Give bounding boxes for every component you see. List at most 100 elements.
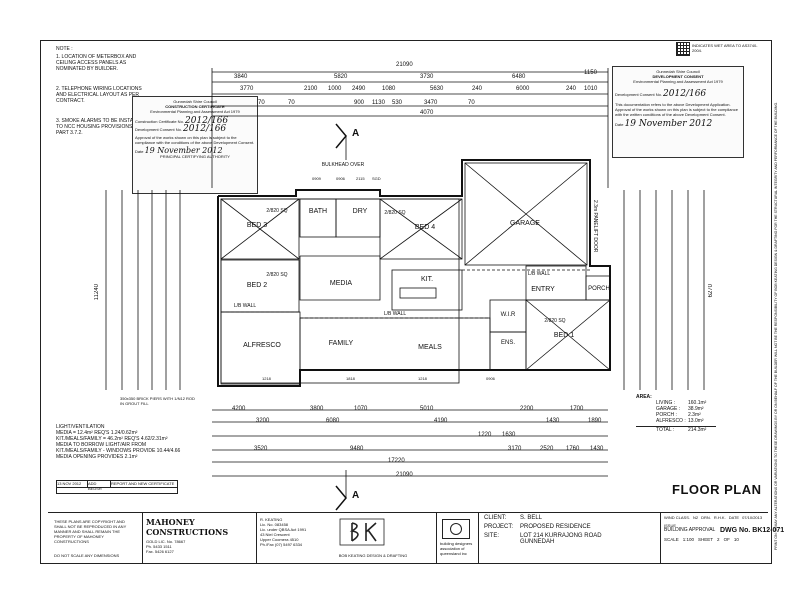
of-value: 10 [733, 537, 739, 542]
dwg-number: DWG No. BK12-071 [720, 527, 784, 534]
company-phone: Ph. 5433 1511 [146, 544, 172, 549]
dim-bottom-r1: 1700 [570, 406, 584, 412]
area-label: TOTAL : [656, 427, 675, 433]
left-dimension-lines [105, 190, 181, 390]
dim-bottom-r3: 1630 [502, 432, 516, 438]
room-bed3-sq: 2/820 SQ [266, 208, 288, 214]
dim-bottom-r3: 1220 [478, 432, 492, 438]
association-text: building designers association of queens… [440, 541, 473, 556]
dim-bottom-total: 21090 [396, 472, 413, 478]
dc-text: This documentation refers to the above D… [615, 102, 738, 117]
room-bed4-sq: 2/820 SQ [384, 210, 406, 216]
dim-bottom-r2: 3200 [256, 418, 270, 424]
cc-consent-label: Development Consent No. [135, 127, 182, 132]
issue-label: ISSUE [664, 523, 677, 528]
dim-top-r2: 1010 [584, 86, 598, 92]
room-alfresco: ALFRESCO [243, 342, 281, 349]
drawing-sheet [40, 40, 772, 564]
section-marker-top [335, 123, 347, 160]
designer-details: R. KEATING Lic. No. 083458 Lic. under QB… [260, 517, 330, 547]
dim-top-total: 21090 [396, 62, 413, 68]
dwg-label: DWG No. [720, 527, 751, 534]
development-consent-stamp: Gunnedah Shire Council DEVELOPMENT CONSE… [612, 66, 744, 158]
scale-value: 1:100 [682, 537, 695, 542]
dim-top-r1: 3840 [234, 74, 248, 80]
cc-consent-value: 2012/166 [183, 124, 227, 134]
dim-bottom-r4: 1760 [566, 446, 580, 452]
copyright-note: THESE PLANS ARE COPYRIGHT AND SHALL NOT … [54, 519, 127, 544]
dc-consent-label: Development Consent No. [615, 92, 662, 97]
association-logo [442, 519, 470, 539]
cc-cert-value: 2012/166 [185, 116, 229, 126]
dim-bottom-misc: 1218 [262, 376, 271, 381]
ventilation-line: MEDIA TO BORROW LIGHT/AIR FROM [56, 442, 147, 448]
dim-bottom-r1: 2200 [520, 406, 534, 412]
dim-top-r2: 240 [472, 86, 483, 92]
dim-top-misc: 0906 [336, 176, 345, 181]
dim-top-misc: 2115 [356, 176, 365, 181]
dim-top-r2: 2490 [352, 86, 366, 92]
cc-cert-label: Construction Certificate No. [135, 119, 184, 124]
cc-org: Gunnedah Shire Council [173, 99, 217, 104]
client-label: CLIENT: [484, 515, 507, 521]
dim-top-r1: 6480 [512, 74, 526, 80]
room-garage: GARAGE [510, 220, 540, 227]
lb-wall-label-2: L/B WALL [383, 311, 407, 317]
area-title: AREA: [636, 394, 652, 400]
room-entry: ENTRY [531, 286, 555, 293]
cc-approval-text: Approval of the works shown on this plan… [135, 135, 255, 145]
revision-table: 13 NOV 2012 ADD BEDSR REPORT AND NEW CER… [56, 480, 178, 494]
ventilation-line: MEDIA OPENING PROVIDES 2.1m² [56, 454, 138, 460]
area-table: AREA: LIVING :160.1m² GARAGE :38.9m² POR… [636, 394, 716, 433]
section-label-top: A [352, 128, 360, 139]
dim-bottom-r1: 5010 [420, 406, 434, 412]
dim-bottom-r1: 4200 [232, 406, 246, 412]
dim-top-r3: 70 [288, 100, 295, 106]
wind-value: N2 [693, 515, 699, 520]
notes-header: NOTE : [56, 46, 73, 52]
building-walls [217, 159, 611, 387]
lb-wall-label-1: L/B WALL [233, 303, 257, 309]
sheet-label: SHEET [698, 537, 714, 542]
dim-bottom-r1: 1070 [354, 406, 368, 412]
panelift-door: 2.3m PANELIFT DOOR [592, 200, 598, 253]
room-bath: BATH [308, 208, 328, 215]
dim-top-r2: 1080 [382, 86, 396, 92]
dim-right-total: 6270 [708, 284, 714, 298]
dim-bottom-misc: 1818 [346, 376, 355, 381]
drawing-info: WIND CLASS. N2 DRN. R.H.K. DATE 07/10/20… [664, 515, 764, 542]
company-name: MAHONEY CONSTRUCTIONS [146, 517, 229, 537]
dc-date-label: Date [615, 122, 624, 127]
divider [256, 513, 257, 563]
dim-top-r2: 240 [566, 86, 577, 92]
dwg-value: BK12-071 [752, 527, 785, 534]
dim-bottom-r4: 3520 [254, 446, 268, 452]
dim-bottom-r2: 4190 [434, 418, 448, 424]
dim-top-r1: 5820 [334, 74, 348, 80]
wet-area-legend: INDICATES WET AREA TO AS3740-2004. [676, 40, 766, 56]
issue-value: BUILDING APPROVAL [664, 527, 716, 533]
dim-top-misc: SGD [372, 176, 381, 181]
title-block: THESE PLANS ARE COPYRIGHT AND SHALL NOT … [48, 512, 784, 563]
cc-date-value: 19 November 2012 [144, 146, 223, 155]
divider [660, 513, 661, 563]
ventilation-title: LIGHT/VENTILATION [56, 424, 105, 430]
room-wir: W.I.R [500, 312, 516, 318]
cc-title: CONSTRUCTION CERTIFICATE [165, 104, 225, 109]
dim-bottom-misc: 0906 [486, 376, 495, 381]
association-icon [450, 523, 462, 535]
room-meals: MEALS [418, 344, 442, 351]
dim-top-r3: 70 [468, 100, 475, 106]
area-label: ALFRESCO : [656, 418, 686, 424]
cc-act: Environmental Planning and Assessment Ac… [150, 109, 240, 114]
area-value: 38.9m² [688, 406, 704, 412]
dim-top-misc: 0909 [312, 176, 321, 181]
project-details: CLIENT:S. BELL PROJECT:PROPOSED RESIDENC… [484, 515, 654, 545]
client-value: S. BELL [520, 515, 543, 521]
piers-note: 350x350 BRICK PIERS WITH 1/N12 ROD IN GR… [120, 396, 195, 406]
revision-desc: REPORT AND NEW CERTIFICATE [111, 481, 175, 486]
site-value: LOT 214 KURRAJONG ROAD [520, 533, 602, 539]
drn-value: R.H.K. [713, 515, 726, 520]
dc-title: DEVELOPMENT CONSENT [652, 74, 704, 79]
